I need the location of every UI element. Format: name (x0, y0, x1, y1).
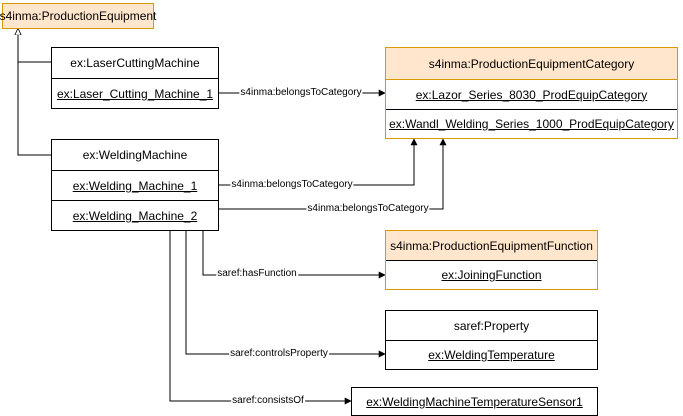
production-equipment-function-label: s4inma:ProductionEquipmentFunction (386, 231, 597, 260)
belongs-to-category-label-1: s4inma:belongsToCategory (239, 87, 363, 99)
production-equipment-category-label: s4inma:ProductionEquipmentCategory (386, 48, 677, 79)
saref-property-class[interactable]: saref:Property ex:WeldingTemperature (385, 310, 598, 370)
has-function-edge (202, 231, 386, 279)
laser-cutting-machine-1-instance[interactable]: ex:Laser_Cutting_Machine_1 (52, 78, 218, 108)
belongs-to-category-edge-3 (219, 138, 447, 210)
welding-machine-class[interactable]: ex:WeldingMachine ex:Welding_Machine_1 e… (51, 139, 219, 231)
wandl-category-instance[interactable]: ex:Wandl_Welding_Series_1000_ProdEquipCa… (386, 109, 677, 138)
temperature-sensor-instance: ex:WeldingMachineTemperatureSensor1 (366, 394, 583, 409)
controls-property-edge (185, 231, 386, 358)
production-equipment-category-class[interactable]: s4inma:ProductionEquipmentCategory ex:La… (385, 47, 678, 139)
production-equipment-label: s4inma:ProductionEquipment (0, 9, 157, 23)
temperature-sensor-instance-box[interactable]: ex:WeldingMachineTemperatureSensor1 (351, 387, 598, 416)
welding-temperature-instance[interactable]: ex:WeldingTemperature (386, 340, 597, 369)
subclass-edge-welding (17, 62, 51, 156)
belongs-to-category-label-3: s4inma:belongsToCategory (306, 203, 430, 215)
saref-property-label: saref:Property (453, 318, 530, 333)
welding-machine-label: ex:WeldingMachine (82, 148, 188, 162)
controls-property-label: saref:controlsProperty (229, 348, 329, 360)
has-function-label: saref:hasFunction (216, 268, 298, 280)
belongs-to-category-label-2: s4inma:belongsToCategory (230, 179, 354, 191)
consists-of-edge (169, 231, 352, 405)
subclass-edge-laser (18, 28, 51, 63)
welding-machine-2-instance[interactable]: ex:Welding_Machine_2 (52, 200, 218, 230)
laser-cutting-machine-label: ex:LaserCuttingMachine (70, 56, 200, 70)
welding-machine-1-instance[interactable]: ex:Welding_Machine_1 (52, 170, 218, 200)
consists-of-label: saref:consistsOf (231, 395, 305, 407)
laser-cutting-machine-class[interactable]: ex:LaserCuttingMachine ex:Laser_Cutting_… (51, 47, 219, 109)
lazor-category-instance[interactable]: ex:Lazor_Series_8030_ProdEquipCategory (386, 79, 677, 109)
production-equipment-class[interactable]: s4inma:ProductionEquipment (0, 3, 157, 29)
joining-function-instance[interactable]: ex:JoiningFunction (386, 260, 597, 289)
production-equipment-function-class[interactable]: s4inma:ProductionEquipmentFunction ex:Jo… (385, 230, 598, 290)
